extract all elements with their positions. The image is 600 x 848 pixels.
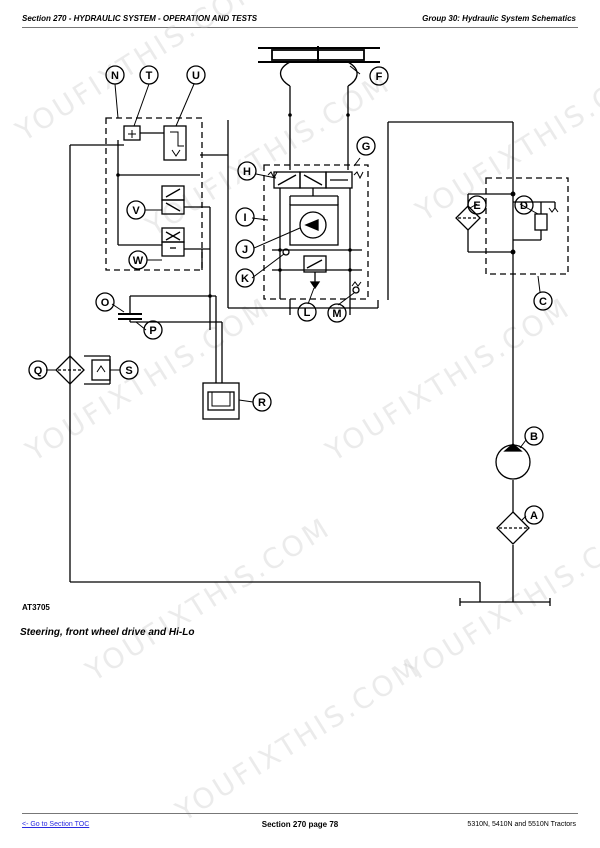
callout-v: V	[126, 200, 146, 220]
hi-lo-piston	[118, 295, 223, 383]
supply-lines	[227, 120, 514, 308]
callout-leaders	[46, 65, 541, 521]
svg-text:V: V	[132, 205, 140, 217]
section-toc-link[interactable]: <- Go to Section TOC	[22, 821, 90, 828]
model-list: 5310N, 5410N and 5510N Tractors	[467, 821, 576, 828]
pump-circuit	[70, 275, 551, 606]
callout-h: H	[237, 161, 257, 181]
svg-text:D: D	[520, 200, 528, 212]
callout-f: F	[369, 66, 389, 86]
callout-t: T	[139, 65, 159, 85]
junction-dots	[116, 113, 352, 298]
svg-text:S: S	[125, 365, 132, 377]
svg-text:O: O	[101, 297, 110, 309]
page-number: Section 270 page 78	[261, 820, 339, 829]
callout-k: K	[235, 268, 255, 288]
callout-l: L	[297, 302, 317, 322]
callout-d: D	[514, 195, 534, 215]
steering-valve-assembly	[228, 164, 378, 315]
steering-cylinder	[258, 46, 380, 170]
callout-w: W	[128, 250, 148, 270]
callout-q: Q	[28, 360, 48, 380]
svg-text:N: N	[111, 70, 119, 82]
section-header: Section 270 - HYDRAULIC SYSTEM - OPERATI…	[22, 14, 258, 23]
priority-valve-block	[455, 177, 569, 275]
callout-j: J	[235, 239, 255, 259]
callout-n: N	[105, 65, 125, 85]
svg-text:W: W	[133, 255, 144, 267]
svg-text:A: A	[530, 510, 538, 522]
callout-e: E	[467, 195, 487, 215]
header-divider	[22, 27, 578, 28]
svg-text:F: F	[376, 71, 383, 83]
svg-text:K: K	[241, 273, 249, 285]
fwd-clutch	[202, 382, 240, 420]
svg-text:H: H	[243, 166, 251, 178]
callout-c: C	[533, 291, 553, 311]
svg-text:E: E	[473, 200, 480, 212]
callout-m: M	[327, 303, 347, 323]
svg-text:P: P	[149, 325, 156, 337]
callout-b: B	[524, 426, 544, 446]
svg-text:U: U	[192, 70, 200, 82]
callout-r: R	[252, 392, 272, 412]
callout-g: G	[356, 136, 376, 156]
svg-text:T: T	[146, 70, 153, 82]
callout-a: A	[524, 505, 544, 525]
control-valve-stack	[70, 117, 228, 330]
svg-text:B: B	[530, 431, 538, 443]
svg-text:J: J	[242, 244, 248, 256]
callout-p: P	[143, 320, 163, 340]
callouts: A B C D E F G H I J K L M N O P Q R S T …	[28, 65, 553, 525]
svg-text:M: M	[332, 308, 341, 320]
filter-relief	[55, 145, 111, 582]
callout-i: I	[235, 207, 255, 227]
callout-s: S	[119, 360, 139, 380]
svg-text:G: G	[362, 141, 371, 153]
svg-text:R: R	[258, 397, 266, 409]
callout-u: U	[186, 65, 206, 85]
svg-text:L: L	[304, 307, 311, 319]
callout-o: O	[95, 292, 115, 312]
svg-text:Q: Q	[34, 365, 43, 377]
figure-caption: Steering, front wheel drive and Hi-Lo	[20, 627, 195, 638]
footer-divider	[22, 813, 578, 814]
figure-id: AT3705	[22, 603, 50, 612]
svg-text:I: I	[243, 212, 246, 224]
svg-text:C: C	[539, 296, 547, 308]
group-header: Group 30: Hydraulic System Schematics	[422, 14, 576, 23]
